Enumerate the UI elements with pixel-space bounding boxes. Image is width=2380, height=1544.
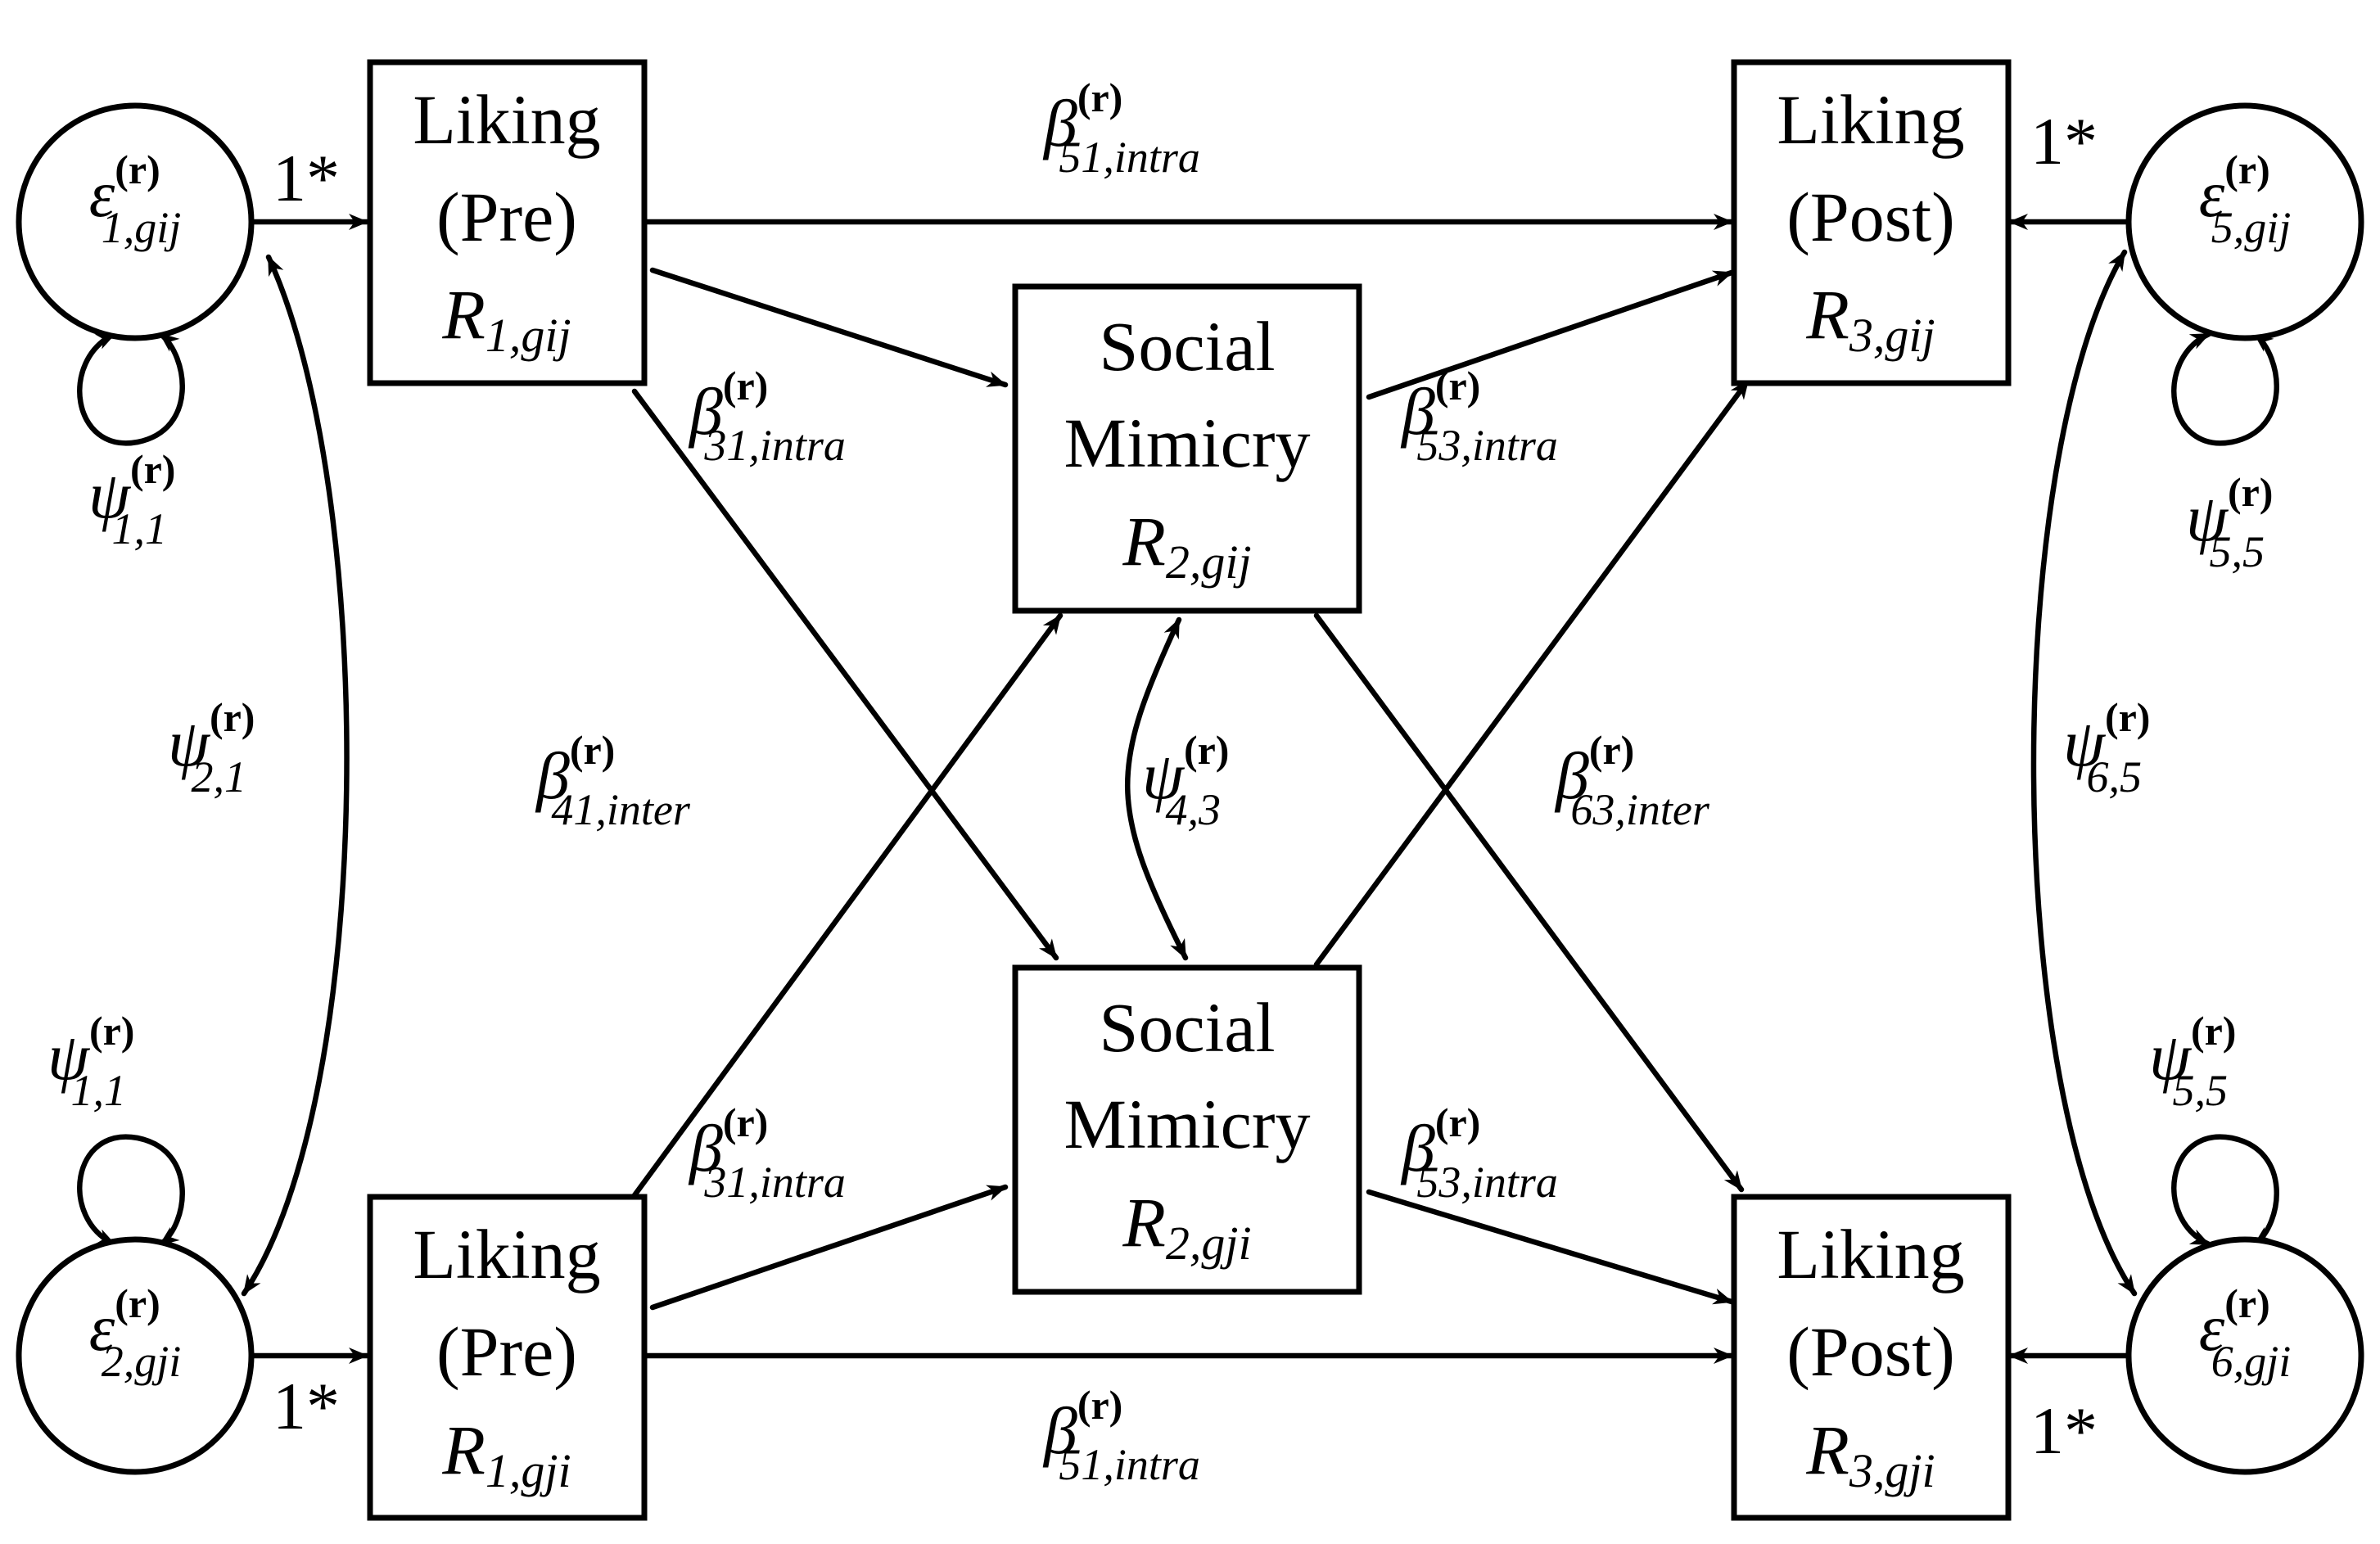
observed-node-mimicry-gij: Social Mimicry R2,gij [1012, 283, 1362, 614]
path-edge-b31-top [649, 267, 1009, 388]
svg-text:ψ(r)6,5: ψ(r)6,5 [2063, 694, 2150, 801]
node-line1: Liking [413, 80, 600, 159]
node-variable: R3,gij [1805, 275, 1935, 362]
node-line2: (Pre) [436, 1312, 577, 1391]
node-line1: Liking [413, 1215, 600, 1293]
svg-text:β(r)53,intra: β(r)53,intra [1400, 1099, 1558, 1207]
node-variable: R2,gij [1122, 502, 1251, 589]
svg-text:ε(r)6,gji: ε(r)6,gji [2199, 1280, 2292, 1386]
covariance-label-psi55-top: ψ(r)5,5 [2186, 469, 2273, 576]
path-label-b53-bottom: β(r)53,intra [1400, 1099, 1558, 1207]
svg-text:ε(r)2,gji: ε(r)2,gji [89, 1280, 182, 1386]
path-edge-b53-bottom [1366, 1189, 1735, 1305]
svg-text:ε(r)5,gij: ε(r)5,gij [2199, 147, 2292, 252]
covariance-label-psi21: ψ(r)2,1 [168, 694, 255, 801]
node-line1: Liking [1777, 80, 1964, 159]
svg-text:β(r)41,inter: β(r)41,inter [535, 727, 691, 834]
svg-text:β(r)51,intra: β(r)51,intra [1042, 1382, 1200, 1489]
svg-text:ψ(r)1,1: ψ(r)1,1 [88, 446, 175, 553]
observed-node-liking-pre-gji: Liking (Pre) R1,gji [367, 1194, 648, 1521]
covariance-label-psi43: ψ(r)4,3 [1142, 727, 1229, 834]
variance-loop-e2 [77, 1134, 185, 1248]
covariance-label-psi11-bottom: ψ(r)1,1 [47, 1008, 134, 1115]
node-variable: R2,gji [1122, 1183, 1251, 1270]
observed-node-liking-pre-gij: Liking (Pre) R1,gij [367, 59, 648, 386]
error-node-e2: ε(r)2,gji [16, 1236, 255, 1475]
node-line2: Mimicry [1064, 1085, 1311, 1163]
variance-loop-e6 [2171, 1134, 2279, 1248]
variance-loop-e1 [77, 331, 185, 446]
covariance-label-psi65: ψ(r)6,5 [2063, 694, 2150, 801]
observed-node-mimicry-gji: Social Mimicry R2,gji [1012, 964, 1362, 1295]
covariance-edge-psi43 [1125, 616, 1189, 961]
node-line1: Social [1100, 988, 1276, 1067]
covariance-label-psi11-top: ψ(r)1,1 [88, 446, 175, 553]
node-line1: Liking [1777, 1215, 1964, 1293]
svg-text:ψ(r)5,5: ψ(r)5,5 [2186, 469, 2273, 576]
node-line2: (Pre) [436, 178, 577, 256]
node-line2: (Post) [1786, 178, 1954, 256]
error-node-e5: ε(r)5,gij [2125, 102, 2364, 341]
error-node-e6: ε(r)6,gji [2125, 1236, 2364, 1475]
path-label-b63-inter: β(r)63,inter [1554, 727, 1710, 834]
node-variable: R1,gji [441, 1411, 571, 1497]
svg-text:β(r)51,intra: β(r)51,intra [1042, 74, 1200, 182]
loading-label-e2: 1* [273, 1369, 340, 1443]
svg-text:β(r)31,intra: β(r)31,intra [688, 363, 846, 470]
edges [77, 214, 2279, 1364]
svg-text:ε(r)1,gij: ε(r)1,gij [89, 147, 182, 252]
svg-text:ψ(r)1,1: ψ(r)1,1 [47, 1008, 134, 1115]
loading-label-e6: 1* [2030, 1393, 2098, 1468]
path-edge-pre-gij-to-mimicry-gji [631, 388, 1059, 961]
path-edge-b63-inter [1313, 612, 1745, 1193]
covariance-edge-psi21 [241, 254, 350, 1297]
path-edge-b31-bottom [649, 1184, 1009, 1311]
path-edge-b41-inter [631, 612, 1064, 1199]
path-label-b41-inter: β(r)41,inter [535, 727, 691, 834]
path-label-b31-top: β(r)31,intra [688, 363, 846, 470]
node-line2: (Post) [1786, 1312, 1954, 1391]
covariance-label-psi55-bottom: ψ(r)5,5 [2149, 1008, 2236, 1115]
path-label-b31-bottom: β(r)31,intra [688, 1099, 846, 1207]
svg-text:β(r)63,inter: β(r)63,inter [1554, 727, 1710, 834]
path-edge-b53-top [1366, 269, 1735, 400]
node-variable: R1,gij [441, 275, 571, 362]
path-label-b51-top: β(r)51,intra [1042, 74, 1200, 182]
observed-node-liking-post-gji: Liking (Post) R3,gji [1731, 1194, 2012, 1521]
loading-label-e5: 1* [2030, 104, 2098, 178]
path-label-b51-bottom: β(r)51,intra [1042, 1382, 1200, 1489]
svg-text:ψ(r)2,1: ψ(r)2,1 [168, 694, 255, 801]
observed-node-liking-post-gij: Liking (Post) R3,gij [1731, 59, 2012, 386]
svg-text:β(r)31,intra: β(r)31,intra [688, 1099, 846, 1207]
svg-text:β(r)53,intra: β(r)53,intra [1400, 363, 1558, 470]
node-line1: Social [1100, 307, 1276, 386]
svg-text:ψ(r)5,5: ψ(r)5,5 [2149, 1008, 2236, 1115]
svg-text:ψ(r)4,3: ψ(r)4,3 [1142, 727, 1229, 834]
error-node-e1: ε(r)1,gij [16, 102, 255, 341]
path-edge-mimicry-gji-to-post-gij [1313, 377, 1751, 968]
node-variable: R3,gji [1805, 1411, 1935, 1497]
node-line2: Mimicry [1064, 404, 1311, 482]
variance-loop-e5 [2171, 331, 2279, 446]
loading-label-e1: 1* [273, 141, 340, 215]
covariance-edge-psi65 [2030, 249, 2138, 1297]
path-label-b53-top: β(r)53,intra [1400, 363, 1558, 470]
